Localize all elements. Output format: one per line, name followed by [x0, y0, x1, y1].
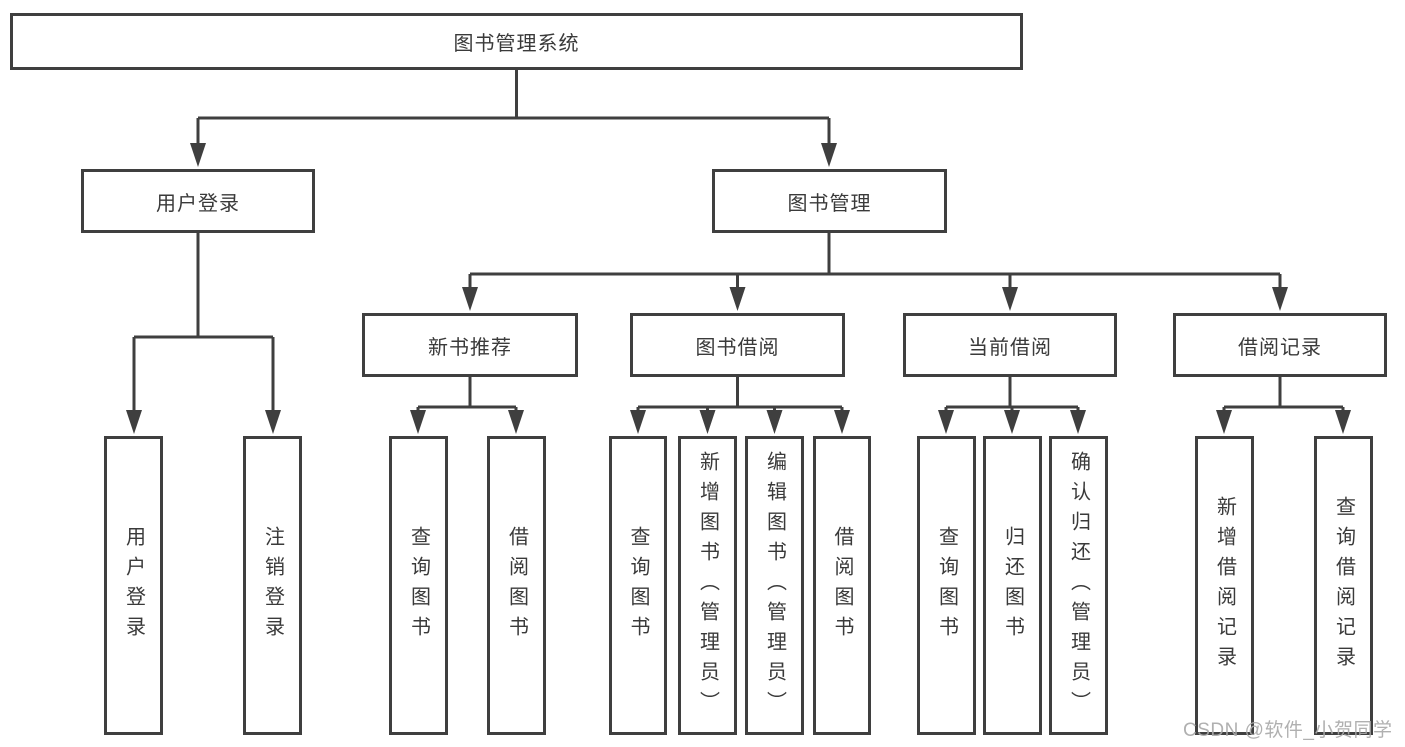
node-label: 用户登录	[122, 525, 145, 646]
node-new-book-recommend: 新书推荐	[362, 313, 578, 377]
node-label: 注销登录	[261, 525, 284, 646]
node-label: 查询图书	[627, 525, 649, 646]
node-label: 图书借阅	[695, 336, 780, 359]
leaf-query-books: 查询图书	[609, 436, 667, 735]
leaf-add-borrow-record: 新增借阅记录	[1195, 436, 1254, 735]
leaf-logout: 注销登录	[243, 436, 302, 735]
arrowheads	[126, 143, 1351, 434]
csdn-watermark: CSDN @软件_小贺同学	[1183, 720, 1393, 741]
node-label: 编辑图书（管理员）	[763, 450, 786, 721]
node-label: 新增借阅记录	[1213, 495, 1236, 676]
node-user-login-group: 用户登录	[81, 169, 315, 233]
node-current-borrow: 当前借阅	[903, 313, 1117, 377]
leaf-borrow-books: 借阅图书	[487, 436, 546, 735]
node-label: 查询图书	[935, 525, 958, 646]
leaf-user-login: 用户登录	[104, 436, 163, 735]
node-book-borrow: 图书借阅	[630, 313, 845, 377]
node-label: 借阅图书	[505, 525, 528, 646]
leaf-query-books: 查询图书	[389, 436, 448, 735]
node-label: 用户登录	[156, 192, 240, 215]
node-label: 借阅图书	[831, 525, 853, 646]
leaf-confirm-return-admin: 确认归还（管理员）	[1049, 436, 1108, 735]
node-library-system: 图书管理系统	[10, 13, 1023, 70]
leaf-query-borrow-record: 查询借阅记录	[1314, 436, 1373, 735]
node-label: 借阅记录	[1238, 336, 1322, 359]
node-label: 归还图书	[1001, 525, 1024, 646]
node-label: 新增图书（管理员）	[696, 450, 719, 721]
node-label: 查询借阅记录	[1332, 495, 1355, 676]
leaf-edit-books-admin: 编辑图书（管理员）	[745, 436, 804, 735]
node-book-management: 图书管理	[712, 169, 947, 233]
node-label: 图书管理系统	[453, 33, 580, 55]
leaf-query-books: 查询图书	[917, 436, 976, 735]
node-label: 图书管理	[787, 192, 872, 215]
node-label: 查询图书	[407, 525, 430, 646]
node-borrow-records: 借阅记录	[1173, 313, 1387, 377]
node-label: 当前借阅	[968, 336, 1052, 359]
node-label: 新书推荐	[428, 336, 512, 359]
leaf-return-books: 归还图书	[983, 436, 1042, 735]
leaf-borrow-books: 借阅图书	[813, 436, 871, 735]
leaf-add-books-admin: 新增图书（管理员）	[678, 436, 737, 735]
node-label: 确认归还（管理员）	[1067, 450, 1090, 721]
